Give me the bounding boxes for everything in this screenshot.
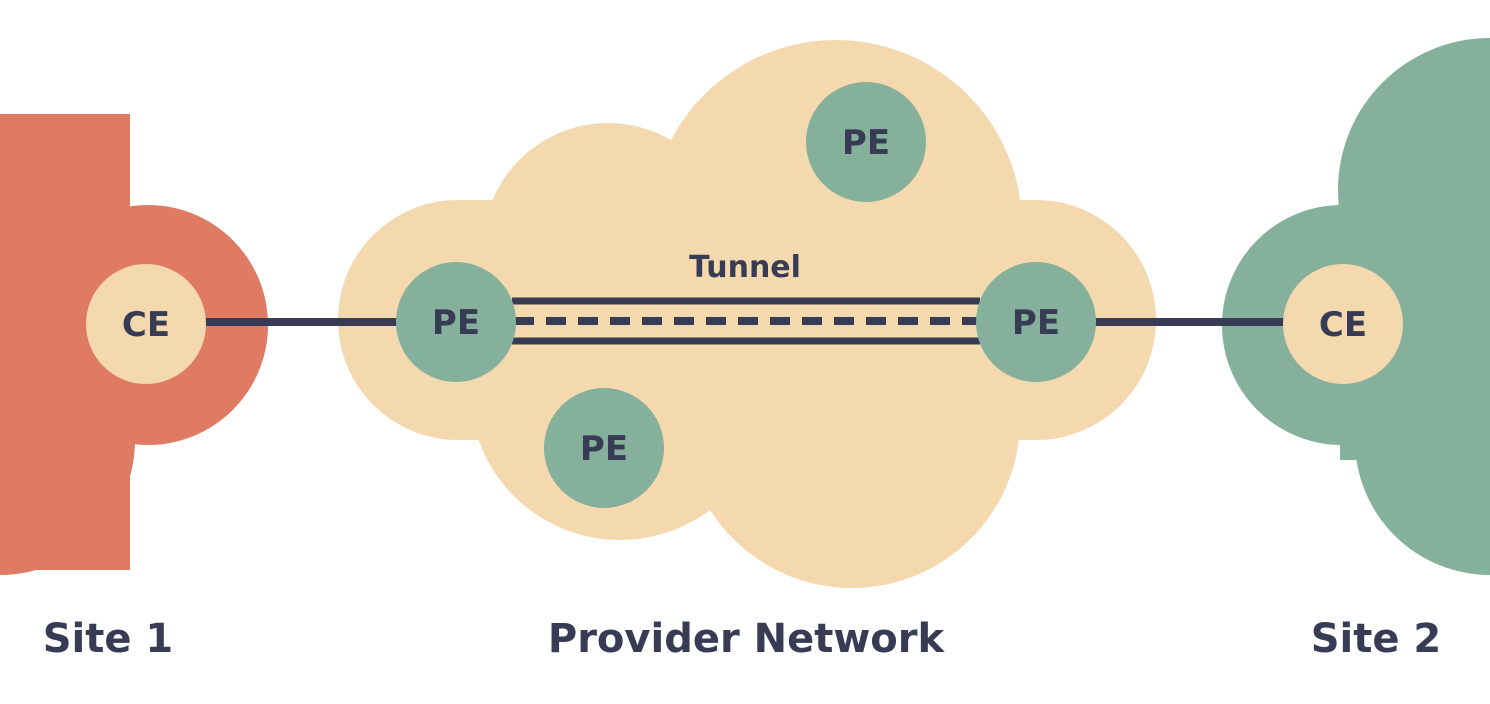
pe-node-bottom-circle — [544, 388, 664, 508]
site2-caption: Site 2 — [1311, 616, 1442, 662]
pe-node-top-circle — [806, 82, 926, 202]
provider-network-caption: Provider Network — [548, 616, 946, 662]
ce-node-left-circle — [86, 264, 206, 384]
pe-node-bottom-label: PE — [580, 429, 628, 469]
site2-cloud-lobe-bottom — [1355, 305, 1490, 575]
ce-node-left[interactable]: CE — [86, 264, 206, 384]
ce-node-left-label: CE — [122, 305, 170, 345]
ce-node-right-circle — [1283, 264, 1403, 384]
pe-node-right[interactable]: PE — [976, 262, 1096, 382]
site2-cloud — [1222, 38, 1490, 575]
tunnel: Tunnel — [512, 250, 980, 345]
pe-node-right-label: PE — [1012, 303, 1060, 343]
pe-node-left[interactable]: PE — [396, 262, 516, 382]
ce-node-right[interactable]: CE — [1283, 264, 1403, 384]
provider-cloud-lobe-bottom — [684, 252, 1020, 588]
pe-node-left-label: PE — [432, 303, 480, 343]
ce-node-right-label: CE — [1319, 305, 1367, 345]
pe-node-top-label: PE — [842, 123, 890, 163]
pe-node-top[interactable]: PE — [806, 82, 926, 202]
tunnel-label: Tunnel — [689, 250, 801, 285]
pe-node-bottom[interactable]: PE — [544, 388, 664, 508]
pe-node-right-circle — [976, 262, 1096, 382]
site1-cloud-lobe-bottom — [0, 305, 135, 575]
pe-node-left-circle — [396, 262, 516, 382]
site1-caption: Site 1 — [43, 616, 174, 662]
